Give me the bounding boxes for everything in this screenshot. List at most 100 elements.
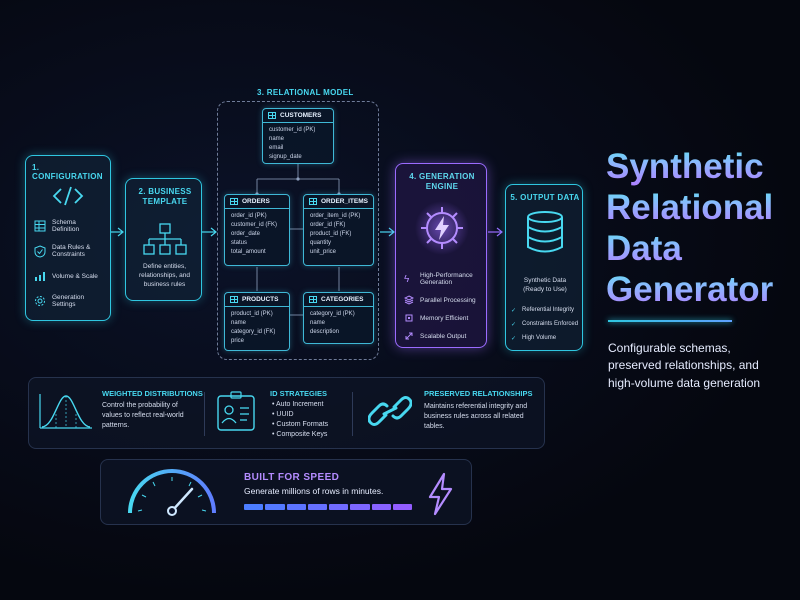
table-orders: ORDERS order_id (PK) customer_id (FK) or… (224, 194, 290, 266)
table-icon (230, 198, 238, 205)
id-card-icon (217, 391, 255, 431)
field: unit_price (310, 249, 337, 255)
engine-gear-bolt-icon (415, 201, 469, 255)
check-icon: ✓ (511, 307, 517, 314)
headline: Synthetic Relational Data Generator (606, 146, 773, 310)
engine-feature: Parallel Processing (404, 292, 486, 308)
field: order_id (PK) (231, 213, 267, 219)
table-name: CUSTOMERS (280, 112, 322, 119)
lightning-bolt-icon (428, 472, 453, 516)
id-strategy-item: • UUID (272, 411, 294, 419)
table-name: PRODUCTS (242, 296, 279, 303)
check-icon: ✓ (511, 321, 517, 328)
headline-divider (608, 320, 732, 322)
layers-icon (404, 295, 414, 305)
strategies-panel (28, 377, 545, 449)
engine-feature: ϟ High-Performance Generation (404, 268, 486, 290)
field: category_id (PK) (310, 311, 355, 317)
flow-arrow (202, 227, 217, 237)
speed-title: BUILT FOR SPEED (244, 472, 340, 483)
chain-link-icon (368, 396, 412, 426)
id-strategy-label: Composite Keys (276, 431, 328, 439)
output-data-title: 5. OUTPUT DATA (510, 193, 580, 202)
output-check-label: Constraints Enforced (522, 321, 579, 327)
headline-line: Synthetic (606, 146, 773, 187)
speed-text: Generate millions of rows in minutes. (244, 486, 384, 496)
field: quantity (310, 240, 332, 246)
output-data-card: 5. OUTPUT DATA Synthetic Data (Ready to … (505, 184, 583, 351)
table-grid-icon (34, 220, 46, 232)
table-products: PRODUCTS product_id (PK) name category_i… (224, 292, 290, 351)
table-categories: CATEGORIES category_id (PK) name descrip… (303, 292, 374, 344)
id-strategy-item: • Custom Formats (272, 421, 329, 429)
field: category_id (FK) (231, 329, 276, 335)
generation-engine-title: 4. GENERATION ENGINE (409, 172, 475, 192)
database-icon (527, 211, 563, 253)
relational-model-frame (217, 101, 379, 360)
code-icon (52, 186, 84, 206)
flow-arrow (111, 227, 124, 237)
speed-progress-bar (244, 504, 412, 510)
config-item-rules: Data Rules & Constraints (34, 239, 110, 263)
expand-icon (405, 332, 413, 340)
bell-curve-icon (39, 394, 92, 429)
field: description (310, 329, 340, 335)
flow-arrow (380, 227, 395, 237)
table-icon (268, 112, 276, 119)
config-item-schema: Schema Definition (34, 216, 110, 236)
engine-feature-label: Scalable Output (420, 332, 467, 340)
field: signup_date (269, 154, 302, 160)
id-strategy-label: Auto Increment (276, 401, 324, 408)
gear-icon (35, 296, 45, 306)
output-caption: Synthetic Data (Ready to Use) (523, 277, 567, 293)
headline-subtitle: Configurable schemas, preserved relation… (608, 341, 761, 390)
config-item-label: Volume & Scale (52, 272, 98, 280)
relational-model-title: 3. RELATIONAL MODEL (257, 88, 354, 97)
engine-feature: Scalable Output (404, 328, 486, 344)
id-strategy-label: Custom Formats (276, 421, 329, 429)
table-icon (230, 296, 238, 303)
shield-check-icon (34, 244, 46, 258)
strategy-title: ID STRATEGIES (270, 389, 327, 398)
config-item-label: Generation Settings (52, 294, 85, 308)
field: name (269, 136, 285, 142)
table-name: ORDERS (242, 198, 270, 205)
field: name (231, 320, 247, 326)
id-strategy-label: UUID (276, 411, 294, 419)
engine-feature-label: Parallel Processing (420, 296, 476, 304)
field: price (231, 338, 245, 344)
headline-line: Data (606, 228, 773, 269)
speedometer-icon (128, 469, 216, 516)
engine-feature: Memory Efficient (404, 310, 486, 326)
field: status (231, 240, 248, 246)
generation-engine-card: 4. GENERATION ENGINE ϟ High-Performance … (395, 163, 487, 348)
config-item-label: Data Rules & Constraints (52, 244, 91, 258)
field: customer_id (PK) (269, 127, 316, 133)
field: email (269, 145, 284, 151)
output-check-label: High Volume (522, 335, 557, 341)
table-name: CATEGORIES (321, 296, 364, 303)
configuration-card: 1. CONFIGURATION Schema Definition Data … (25, 155, 111, 321)
headline-line: Generator (606, 270, 774, 309)
table-order-items: ORDER_ITEMS order_item_id (PK) order_id … (303, 194, 374, 266)
config-item-settings: Generation Settings (34, 289, 110, 313)
table-icon (309, 296, 317, 303)
field: order_id (FK) (310, 222, 346, 228)
field: product_id (PK) (231, 311, 273, 317)
output-check: ✓High Volume (511, 331, 583, 345)
strategy-text: Control the probability of values to ref… (102, 402, 184, 430)
field: customer_id (FK) (231, 222, 278, 228)
output-check: ✓ Referential Integrity (511, 303, 583, 317)
output-check-label: Referential Integrity (522, 307, 575, 313)
bar-chart-icon (35, 272, 45, 281)
flow-arrow (488, 227, 503, 237)
hierarchy-icon (143, 223, 187, 255)
id-strategy-item: • Auto Increment (272, 401, 324, 408)
engine-feature-label: High-Performance Generation (420, 272, 473, 286)
strategy-text: Maintains referential integrity and busi… (424, 403, 528, 431)
id-strategy-list: • Auto Increment • UUID • Custom Formats… (272, 400, 328, 441)
field: order_date (231, 231, 261, 237)
chip-icon (405, 314, 413, 322)
panel-divider (352, 392, 353, 436)
id-strategy-item: • Composite Keys (272, 431, 328, 439)
